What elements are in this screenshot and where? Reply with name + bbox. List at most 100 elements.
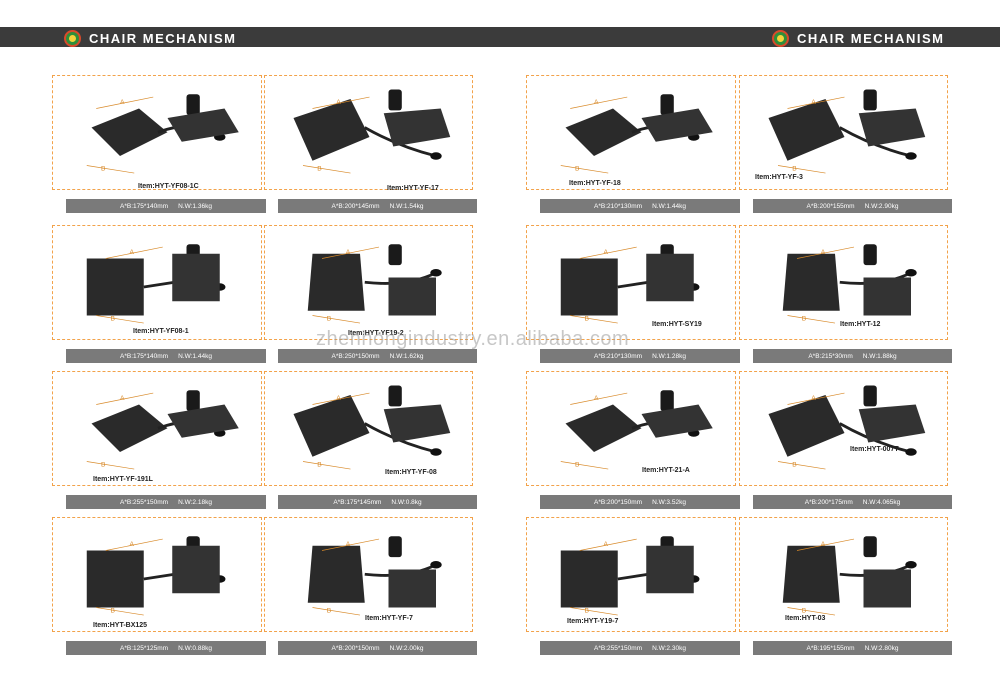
dimension-mark-a: A [604,541,609,548]
dimension-line-a [105,246,163,259]
item-code: Item:HYT-BX125 [93,622,148,629]
spec-dimensions: A*B:215*30mm [808,352,853,360]
dimension-line-b [86,461,135,470]
spec-net-weight: N.W:1.44kg [652,202,686,210]
product-photo: AB [307,244,442,324]
item-code: Item:HYT-Y19-7 [567,618,619,625]
spec-dimensions: A*B:210*130mm [594,352,643,360]
mechanism-plate [86,258,144,316]
item-code: Item:HYT-YF-18 [569,180,621,187]
item-code: Item:HYT-12 [840,321,881,328]
mechanism-plate-secondary [858,404,926,443]
spec-dimensions: A*B:175*140mm [120,202,169,210]
dimension-mark-b: B [111,315,116,322]
spec-dimensions: A*B:200*145mm [331,202,380,210]
dimension-line-a [796,246,855,259]
dimension-mark-b: B [111,607,116,614]
mechanism-plate [307,545,365,603]
dimension-line-a [570,392,628,405]
dimension-line-b [302,461,351,470]
dimension-mark-b: B [317,461,322,468]
product-cell: A B Item:HYT-YF-08 [264,371,473,486]
dimension-mark-a: A [130,541,135,548]
spec-dimensions: A*B:195*155mm [806,644,855,652]
page-header-left: CHAIR MECHANISM [64,27,236,49]
dimension-mark-a: A [120,395,125,402]
lever-knob [905,268,917,277]
dimension-mark-a: A [821,249,826,256]
page-title-right: CHAIR MECHANISM [797,30,945,46]
dimension-line-b [777,461,826,470]
product-photo: AB [86,390,239,470]
product-photo: AB [560,244,700,324]
mechanism-plate [565,404,642,452]
dimension-mark-b: B [802,315,807,322]
mechanism-plate-secondary [172,253,220,302]
product-photo: AB [307,536,442,616]
dimension-mark-b: B [792,461,797,468]
mechanism-plate-secondary [383,108,451,147]
dimension-mark-b: B [101,461,106,468]
item-code: Item:HYT-YF-08 [385,469,437,476]
dimension-mark-b: B [585,607,590,614]
spec-bar: A*B:210*130mm N.W:1.28kg [540,349,740,363]
lever-knob [905,560,917,569]
spec-net-weight: N.W:2.00kg [389,644,424,652]
spec-dimensions: A*B:175*145mm [333,498,382,506]
mechanism-plate [782,545,840,603]
mechanism-plate [293,395,370,457]
company-logo-icon [64,29,81,47]
mechanism-plate-secondary [646,545,694,594]
item-code: Item:HYT-YF-191L [93,476,153,483]
tension-knob [660,94,674,116]
mechanism-plate-secondary [167,404,239,438]
dimension-mark-a: A [336,395,341,402]
mechanism-plate [91,108,168,156]
mechanism-plate-secondary [863,277,911,316]
header-band-right [500,27,1000,47]
dimension-line-b [787,607,836,616]
product-cell: A B Item:HYT-BX125 [52,517,262,632]
tension-knob [863,89,877,111]
dimension-line-b [787,315,836,324]
lever-knob [905,152,917,160]
spec-dimensions: A*B:200*150mm [331,644,380,652]
dimension-line-b [96,315,144,324]
dimension-mark-a: A [346,541,351,548]
item-code: Item:HYT-YF08-1C [138,183,199,190]
dimension-mark-b: B [575,461,580,468]
spec-net-weight: N.W:4.065kg [862,498,901,506]
tension-knob [388,385,402,407]
product-photo: AB [768,89,926,174]
tension-knob [388,89,402,111]
tension-knob [863,244,877,266]
tension-knob [186,94,200,116]
dimension-line-a [570,96,628,109]
spec-dimensions: A*B:200*175mm [804,498,853,506]
dimension-mark-a: A [821,541,826,548]
item-code: Item:HYT-YF19-2 [348,330,404,337]
spec-net-weight: N.W:1.62kg [389,352,424,360]
spec-dimensions: A*B:255*150mm [594,644,643,652]
dimension-mark-b: B [327,607,332,614]
dimension-line-b [777,165,826,174]
dimension-line-b [570,315,618,324]
item-code: Item:HYT-YF-17 [387,185,439,192]
spec-net-weight: N.W:1.28kg [652,352,686,360]
